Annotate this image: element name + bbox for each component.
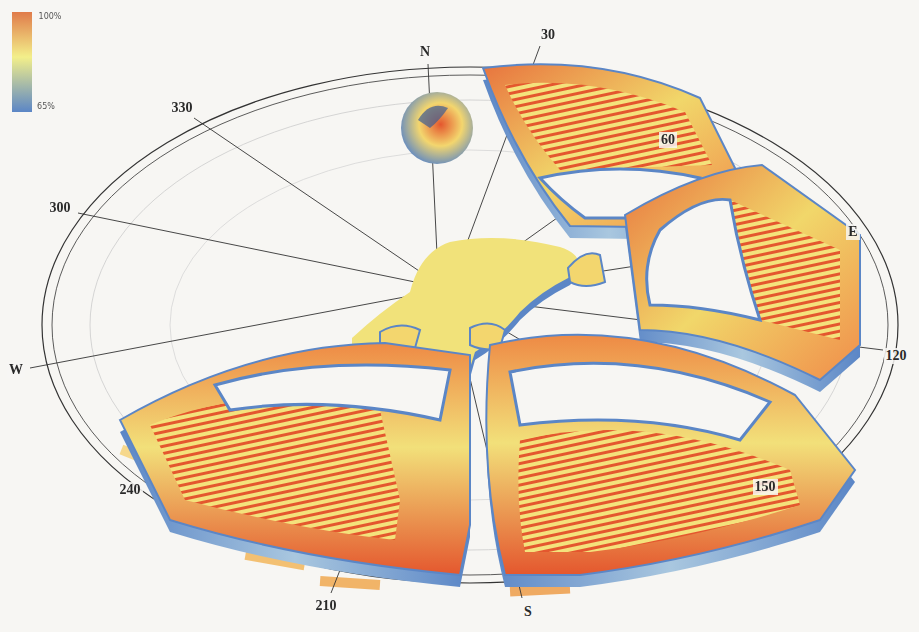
compass-bearing: 330 [170, 100, 195, 116]
compass-bearing: N [418, 44, 432, 60]
compass-bearing: 240 [118, 482, 143, 498]
compass-bearing: 120 [884, 348, 909, 364]
compass-bearing: S [522, 604, 534, 620]
compass-bearing: W [7, 362, 25, 378]
compass-bearing: E [846, 224, 859, 240]
compass-bearing: 60 [659, 132, 677, 148]
compass-bearing: 300 [48, 200, 73, 216]
compass-bearing: 150 [753, 479, 778, 495]
legend-min: 65% [37, 103, 55, 111]
compass-bearing: 30 [539, 27, 557, 43]
compass-bearing: 210 [314, 598, 339, 614]
legend-max: 100% [39, 13, 62, 21]
